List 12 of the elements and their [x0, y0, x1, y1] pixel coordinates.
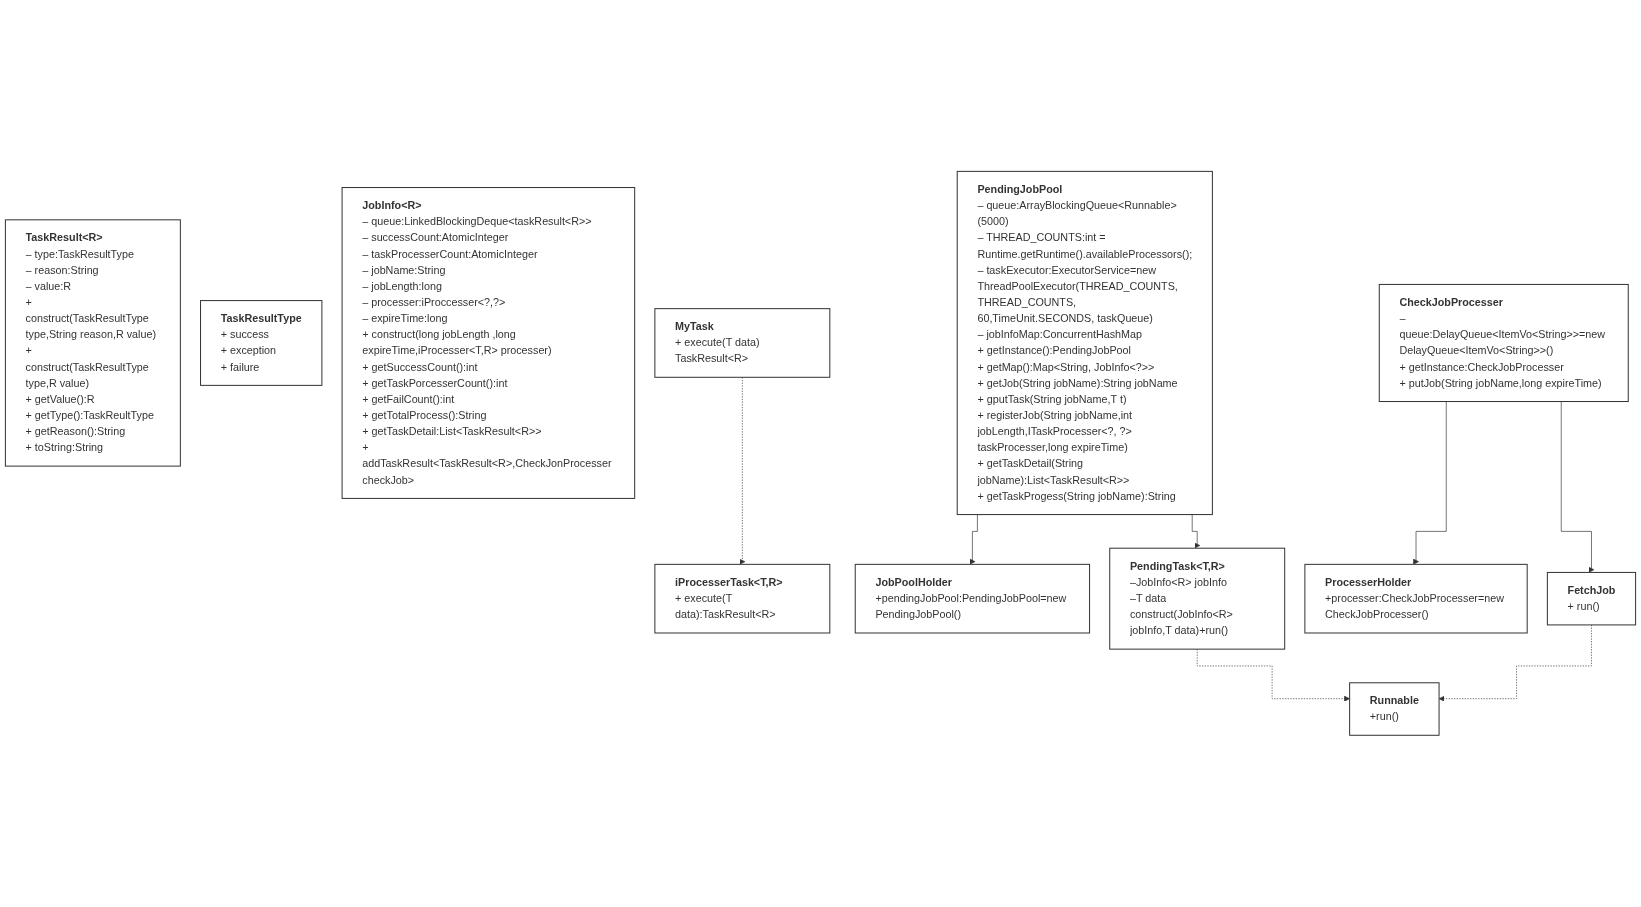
node-box: Runnable +run()	[1349, 682, 1440, 736]
node-box: TaskResult<R> – type:TaskResultType – reason:String – value:R + construct(TaskResultType type,String reason,R value) + construct(TaskResultType type,R value) + getValue():R + getType():TaskReultType + getReason():String + toString:String	[4, 219, 181, 467]
node-box: TaskResultType + success + exception + failure	[200, 300, 323, 387]
node-box: FetchJob + run()	[1546, 572, 1637, 626]
node-box: JobInfo<R> – queue:LinkedBlockingDeque<taskResult<R>> – successCount:AtomicInteger – taskProcesserCount:AtomicInteger – jobName:String – jobLength:long – processer:iProccesser<?,?> – expireTime:long + construct(long jobLength ,long expireTime,iProcesser<T,R> processer) + getSuccessCount():int + getTaskPorcesserCount():int + getFailCount():int + getTotalProcess():String + getTaskDetail:List<TaskResult<R>> + addTaskResult<TaskResult<R>,CheckJonProcesser checkJob>	[341, 187, 636, 500]
node-box: PendingJobPool – queue:ArrayBlockingQueue<Runnable>(5000) – THREAD_COUNTS:int = Runtime.getRuntime().availableProcessors(); – taskExecutor:ExecutorService=new ThreadPoolExecutor(THREAD_COUNTS, THREAD_COUNTS, 60,TimeUnit.SECONDS, taskQueue) – jobInfoMap:ConcurrentHashMap + getInstance():PendingJobPool + getMap():Map<String, JobInfo<?>> + getJob(String jobName):String jobName + gputTask(String jobName,T t) + registerJob(String jobName,int jobLength,ITaskProcesser<?, ?> taskProcesser,long expireTime) + getTaskDetail(String jobName):List<TaskResult<R>> + getTaskProgess(String jobName):String	[956, 171, 1213, 516]
node-box: CheckJobProcesser – queue:DelayQueue<ItemVo<String>>=new DelayQueue<ItemVo<String>>() + getInstance:CheckJobProcesser + putJob(String jobName,long expireTime)	[1378, 284, 1629, 403]
node-box: iProcesserTask<T,R> + execute(T data):TaskResult<R>	[654, 564, 831, 634]
node-box: PendingTask<T,R> –JobInfo<R> jobInfo –T data construct(JobInfo<R> jobInfo,T data)+run()	[1109, 547, 1286, 650]
node-box: MyTask + execute(T data) TaskResult<R>	[654, 308, 831, 378]
node-box: JobPoolHolder +pendingJobPool:PendingJobPool=new PendingJobPool()	[854, 564, 1091, 634]
node-box: ProcesserHolder +processer:CheckJobProcesser=new CheckJobProcesser()	[1304, 564, 1528, 634]
